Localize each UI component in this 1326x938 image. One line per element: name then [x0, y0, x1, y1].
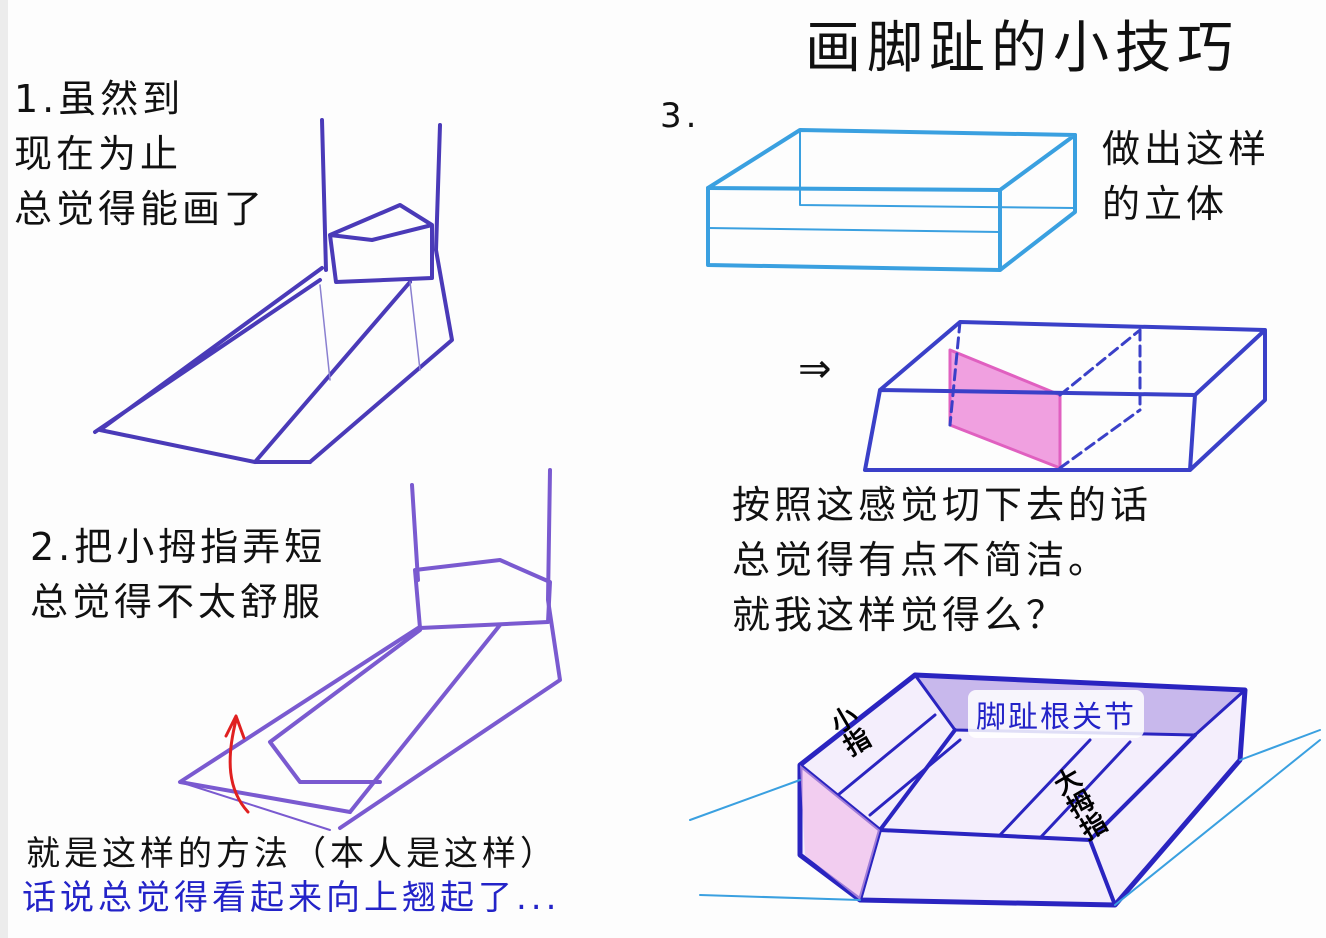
red-arrow-icon [224, 714, 250, 814]
section-2-text: 2.把小拇指弄短 总觉得不太舒服 [30, 520, 326, 630]
caption-line: 的立体 [1102, 182, 1229, 227]
section-1-line: 1.虽然到 [14, 77, 185, 121]
footer-line-2: 话说总觉得看起来向上翘起了... [22, 878, 561, 918]
box-sketch [706, 128, 1077, 272]
section-1-text: 1.虽然到 现在为止 总觉得能画了 [14, 72, 266, 237]
caption-line: 做出这样 [1102, 127, 1271, 171]
footer-line-1: 就是这样的方法（本人是这样） [26, 834, 558, 874]
toe-box-sketch [689, 672, 1321, 908]
page-title: 画脚趾的小技巧 [805, 16, 1239, 81]
arrow-icon: ⇒ [798, 346, 836, 392]
section-1-line: 现在为止 [14, 132, 183, 177]
cut-box-sketch [863, 320, 1267, 472]
section-2-line: 总觉得不太舒服 [30, 580, 325, 625]
comment-line: 就我这样觉得么？ [732, 593, 1069, 638]
section-2-line: 2.把小拇指弄短 [30, 525, 327, 569]
comment-line: 按照这感觉切下去的话 [732, 483, 1153, 527]
section-3-caption: 做出这样 的立体 [1102, 122, 1270, 232]
foot-sketch-1 [93, 118, 454, 464]
foot-sketch-2 [178, 468, 562, 831]
section-1-line: 总觉得能画了 [14, 187, 267, 232]
left-border [0, 0, 8, 938]
joint-label: 脚趾根关节 [968, 690, 1144, 738]
comment-line: 总觉得有点不简洁。 [732, 538, 1111, 583]
section-3-comment: 按照这感觉切下去的话 总觉得有点不简洁。 就我这样觉得么？ [732, 478, 1152, 643]
section-3-number: 3. [660, 96, 701, 136]
